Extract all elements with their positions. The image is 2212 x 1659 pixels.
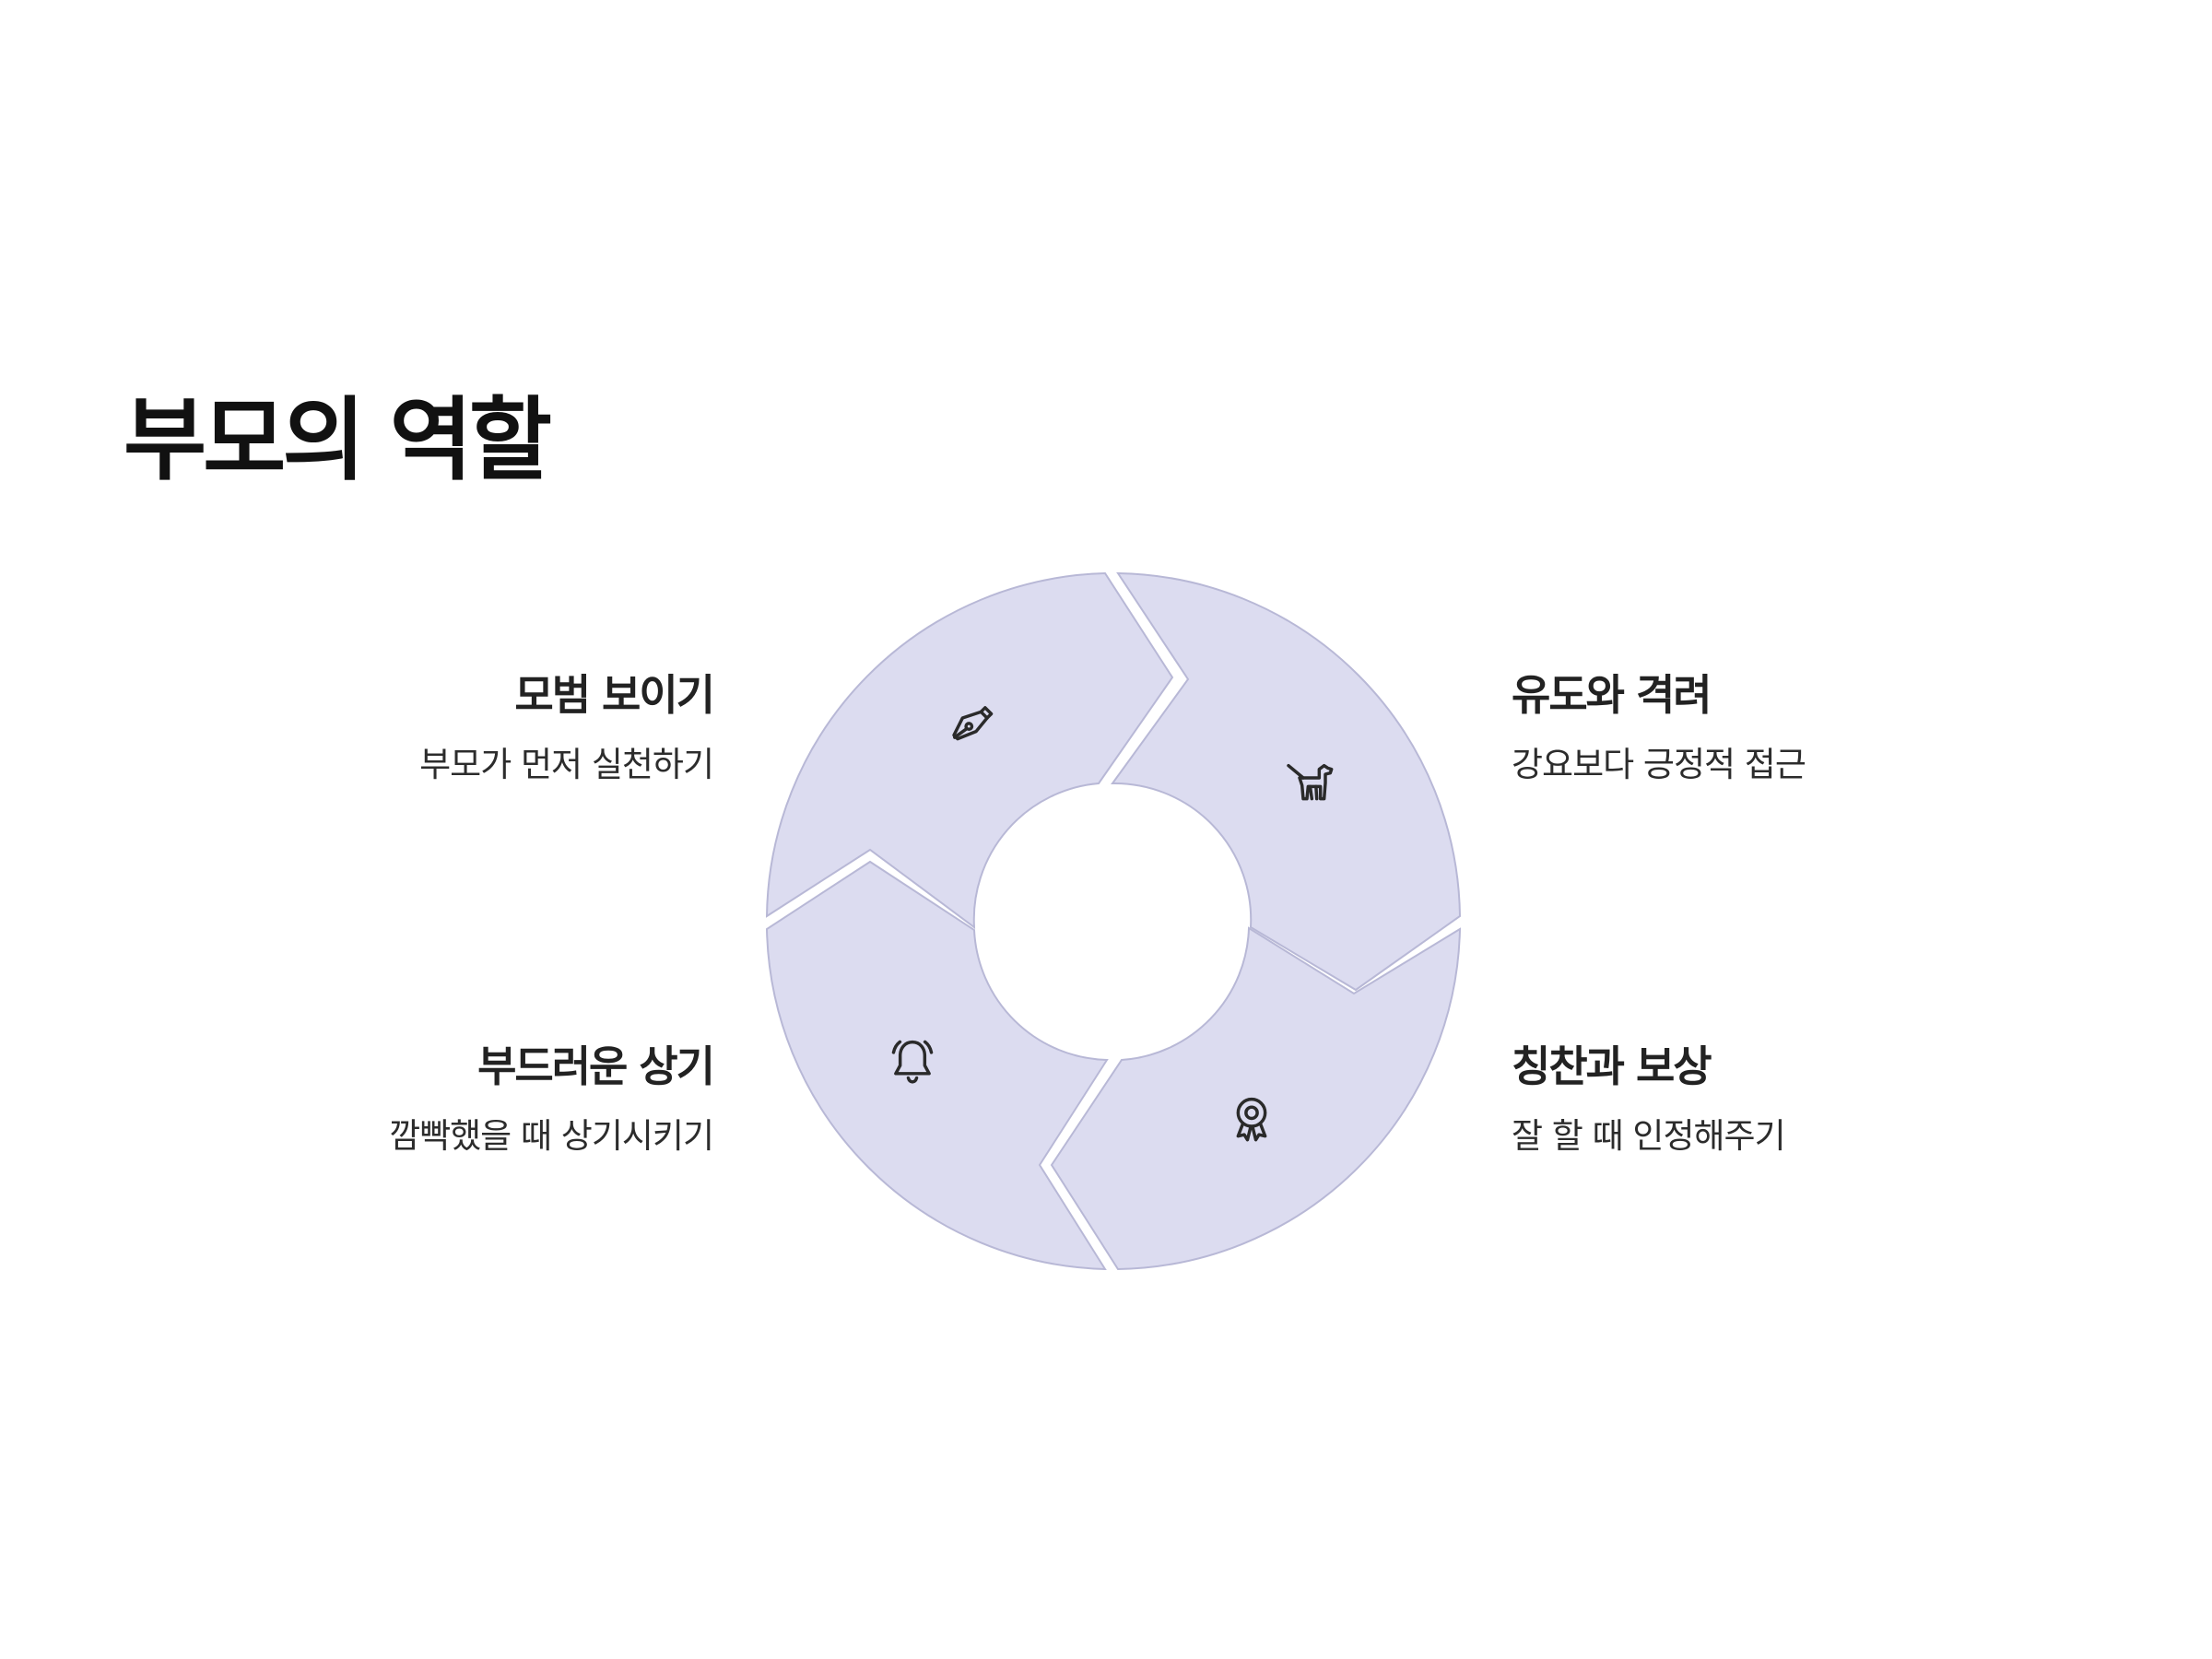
item-description: 부모가 먼저 실천하기 <box>419 745 714 785</box>
item-reminder: 부드러운 상기 깜빡했을 때 상기시키기 <box>197 1041 715 1158</box>
cycle-segment-encouragement <box>1111 571 1462 992</box>
item-praise: 칭찬과 보상 잘 할 때 인정해주기 <box>1512 1041 2028 1158</box>
item-description: 강요보다 긍정적 접근 <box>1512 745 1806 785</box>
award-badge-icon <box>1222 1089 1281 1148</box>
item-encouragement: 유도와 격려 강요보다 긍정적 접근 <box>1512 670 2028 786</box>
item-title: 칭찬과 보상 <box>1512 1041 1712 1091</box>
fountain-pen-icon <box>943 696 1002 755</box>
cycle-segment-modeling <box>765 571 1174 930</box>
item-modeling: 모범 보이기 부모가 먼저 실천하기 <box>197 670 715 786</box>
item-title: 유도와 격려 <box>1512 670 1712 720</box>
item-title: 부드러운 상기 <box>477 1041 715 1091</box>
bell-icon <box>883 1032 942 1091</box>
item-description: 잘 할 때 인정해주기 <box>1512 1116 1786 1157</box>
cycle-segment-reminder <box>765 860 1109 1271</box>
dog-on-leash-icon <box>1281 752 1340 811</box>
item-description: 깜빡했을 때 상기시키기 <box>389 1116 714 1157</box>
page-title: 부모의 역할 <box>124 388 552 493</box>
item-title: 모범 보이기 <box>514 670 715 720</box>
